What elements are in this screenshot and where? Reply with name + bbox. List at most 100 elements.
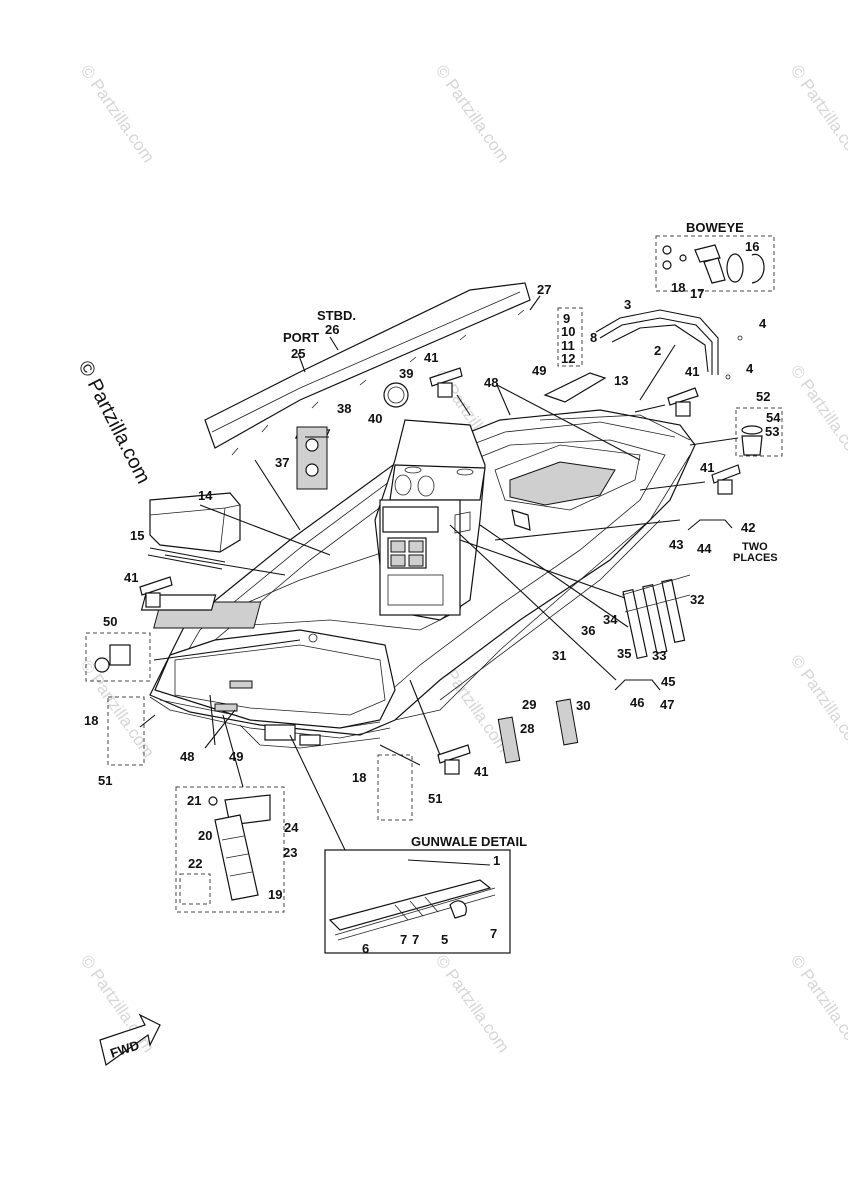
part-number: 14 [198,488,213,503]
ladder-assembly [175,786,285,913]
part-number: 4 [746,361,754,376]
part-number-labels: 1 2 3 4 4 5 6 7 7 7 8 9 10 11 12 13 14 1… [84,239,781,956]
part-number: 20 [198,828,212,843]
boweye-assembly [655,235,775,292]
leader-lines [139,344,739,866]
callout-labels: BOWEYE GUNWALE DETAIL STBD. PORT TWO PLA… [283,220,778,849]
part-number: 22 [188,856,202,871]
part-number: 52 [756,389,770,404]
part-number: 12 [561,351,575,366]
part-number: 26 [325,322,339,337]
part-number: 51 [98,773,112,788]
part-number: 41 [474,764,488,779]
part-number: 41 [124,570,138,585]
part-number: 19 [268,887,282,902]
part-number: 4 [759,316,767,331]
port-label: PORT [283,330,319,345]
center-console [374,419,531,621]
part-number: 25 [291,346,305,361]
side-watermark: © Partzilla.com [74,357,155,487]
gunwale-rail [204,282,541,456]
part-number: 13 [614,373,628,388]
part-number: 15 [130,528,144,543]
part-number: 27 [537,282,551,297]
part-number: 48 [484,375,498,390]
part-number: 54 [766,410,781,425]
cleat-hardware-box [107,696,145,766]
part-number: 7 [490,926,497,941]
part-number: 38 [337,401,351,416]
part-number: 50 [103,614,117,629]
part-number: 18 [84,713,98,728]
part-number: 23 [283,845,297,860]
watermark: © Partzilla.com [787,361,848,466]
tube [555,698,579,746]
grab-handle [614,679,661,691]
part-number: 18 [352,770,366,785]
part-number: 41 [700,460,714,475]
part-number: 3 [624,297,631,312]
part-number: 53 [765,424,779,439]
part-number: 1 [493,853,500,868]
part-number: 24 [284,820,299,835]
part-number: 5 [441,932,448,947]
part-number: 7 [412,932,419,947]
part-number: 6 [362,941,369,956]
vent-wheel [383,382,409,408]
stbd-label: STBD. [317,308,356,323]
part-number: 48 [180,749,194,764]
watermark: © Partzilla.com [432,61,513,166]
part-number: 8 [590,330,597,345]
part-number: 32 [690,592,704,607]
watermark: © Partzilla.com [787,651,848,756]
hardware-kit-box [557,307,583,367]
panel [296,426,328,490]
bow-trim-strips [595,309,743,380]
part-number: 35 [617,646,631,661]
grab-handle [687,519,733,531]
part-number: 33 [652,648,666,663]
cleat-hardware-box [377,754,413,821]
part-number: 40 [368,411,382,426]
watermark: © Partzilla.com [77,61,158,166]
cleats [139,367,741,775]
watermark: © Partzilla.com [787,951,848,1056]
part-number: 45 [661,674,675,689]
cooler [149,492,241,553]
boweye-title: BOWEYE [686,220,744,235]
part-number: 7 [400,932,407,947]
part-number: 41 [685,364,699,379]
watermark: © Partzilla.com [787,61,848,166]
rod [147,554,223,570]
part-number: 30 [576,698,590,713]
drain-plug-box [85,632,151,682]
part-number: 34 [603,612,618,627]
part-number: 9 [563,311,570,326]
part-number: 47 [660,697,674,712]
part-number: 49 [229,749,243,764]
plate [543,372,607,403]
part-number: 2 [654,343,661,358]
two-places-label: PLACES [733,552,778,564]
part-number: 18 [671,280,685,295]
part-number: 39 [399,366,413,381]
cup-holder-box [735,407,783,457]
part-number: 36 [581,623,595,638]
part-number: 29 [522,697,536,712]
watermark: © Partzilla.com [77,656,158,761]
part-number: 17 [690,286,704,301]
part-number: 28 [520,721,534,736]
rod [149,547,226,563]
part-number: 41 [424,350,438,365]
part-number: 51 [428,791,442,806]
rod-holders [621,574,691,660]
part-number: 42 [741,520,755,535]
watermark: © Partzilla.com [432,951,513,1056]
part-number: 10 [561,324,575,339]
two-places-label: TWO [742,541,768,553]
gunwale-detail [324,849,511,954]
part-number: 43 [669,537,683,552]
part-number: 11 [561,338,575,353]
part-number: 21 [187,793,201,808]
